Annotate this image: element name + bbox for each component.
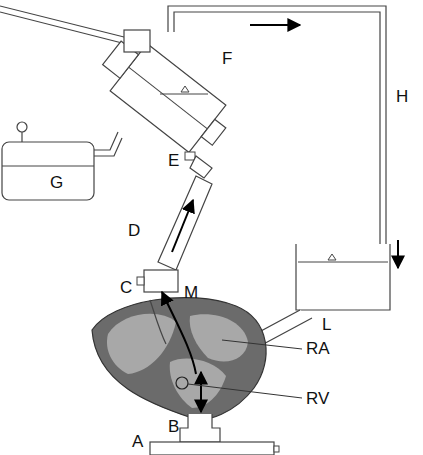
connector-c: [144, 270, 178, 292]
part-label: M: [184, 284, 198, 301]
tank-g: [2, 142, 94, 200]
flow-arrow: [162, 292, 196, 374]
inlet-line: [0, 6, 128, 38]
level-symbol: [160, 94, 208, 95]
part-label: G: [50, 174, 63, 191]
device-a: [274, 446, 279, 452]
oxygenator-f: [93, 30, 237, 161]
cannula-b: [180, 414, 220, 442]
gas-line: [94, 138, 122, 156]
device-a: [150, 442, 274, 455]
part-label: L: [322, 316, 331, 333]
flow-arrow: [172, 200, 193, 252]
level-symbol: [298, 262, 388, 263]
reservoir: [296, 244, 390, 310]
flow-arrow: [200, 372, 202, 412]
gauge: [17, 122, 27, 132]
part-label: C: [120, 279, 132, 296]
part-label: A: [132, 433, 143, 450]
part-label: B: [168, 418, 179, 435]
connector-c: [137, 277, 144, 285]
heart: [92, 298, 266, 420]
flow-arrow: [250, 24, 300, 26]
part-label: F: [222, 50, 232, 67]
level-symbol: [328, 254, 336, 260]
part-label: RV: [306, 390, 329, 407]
tube-h: [174, 12, 380, 268]
part-label: RA: [306, 340, 330, 357]
tube-d: [158, 176, 212, 270]
flow-arrow: [397, 240, 399, 268]
part-label: E: [168, 152, 179, 169]
leader-line: [222, 340, 302, 349]
level-symbol: [181, 86, 189, 92]
leader-line: [188, 384, 302, 398]
top-cylinder: [124, 30, 150, 52]
cone: [190, 156, 212, 178]
port-e: [185, 152, 195, 160]
inlet-line: [0, 12, 126, 44]
part-label: D: [128, 222, 140, 239]
gas-line: [94, 132, 118, 150]
part-label: H: [396, 88, 408, 105]
tank-g: [2, 166, 94, 167]
gauge: [21, 132, 22, 142]
